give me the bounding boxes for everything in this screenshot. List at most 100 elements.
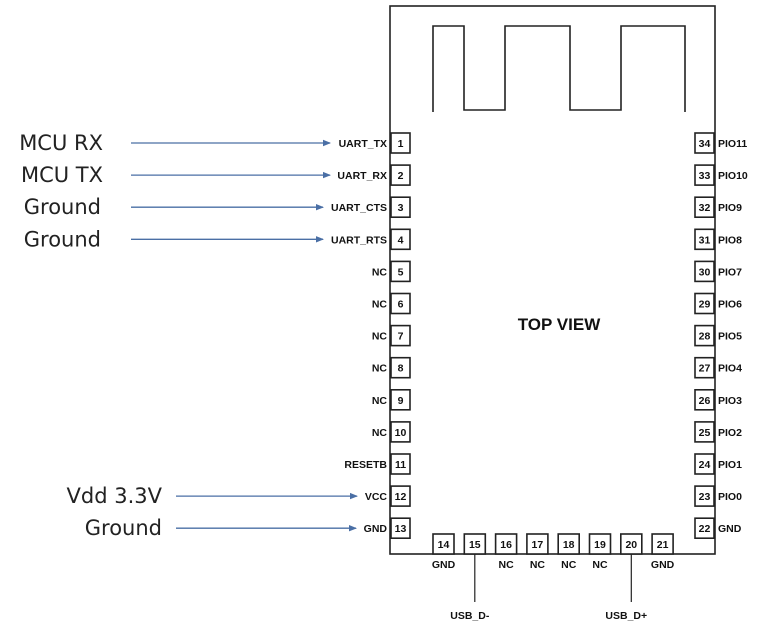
pin-box-5: [390, 260, 411, 283]
pin-number-12: 12: [395, 491, 407, 503]
pin-number-3: 3: [398, 202, 404, 214]
pin-label-8: NC: [372, 363, 388, 375]
pin-number-18: 18: [563, 539, 575, 551]
connection-label-pin-4: Ground: [24, 227, 101, 251]
pin-number-23: 23: [699, 491, 711, 503]
connection-label-pin-13: Ground: [85, 516, 162, 540]
pin-number-34: 34: [699, 138, 711, 150]
pin-number-28: 28: [699, 331, 711, 343]
pin-number-22: 22: [699, 523, 711, 535]
bottom-pin-row: 14GND15USB_D-16NC17NC18NC19NC20USB_D+21G…: [432, 533, 675, 622]
pin-number-30: 30: [699, 266, 711, 278]
pin-label-5: NC: [372, 266, 388, 278]
pin-label-30: PIO7: [718, 266, 742, 278]
pin-box-16: [494, 533, 518, 555]
pin-label-22: GND: [718, 523, 742, 535]
pin-box-28: [694, 324, 715, 347]
pin-box-12: [390, 485, 411, 507]
pin-number-10: 10: [395, 427, 407, 439]
pin-number-33: 33: [699, 170, 711, 182]
pin-label-29: PIO6: [718, 299, 742, 311]
top-view-title: TOP VIEW: [518, 315, 601, 334]
connection-label-pin-3: Ground: [24, 195, 101, 219]
pin-box-27: [694, 356, 715, 379]
pin-label-6: NC: [372, 299, 388, 311]
pin-box-3: [390, 196, 411, 218]
pin-label-25: PIO2: [718, 427, 742, 439]
pin-label-16: NC: [499, 559, 515, 571]
pin-box-33: [694, 164, 715, 186]
pin-number-6: 6: [398, 299, 404, 311]
pin-number-29: 29: [699, 299, 711, 311]
pin-number-31: 31: [699, 234, 711, 246]
pin-box-21: [651, 533, 674, 555]
pin-label-15: USB_D-: [450, 610, 490, 622]
connection-label-pin-2: MCU TX: [21, 163, 103, 187]
pin-box-9: [390, 388, 411, 411]
antenna-trace: [432, 25, 686, 112]
pin-box-32: [694, 196, 715, 218]
pin-label-2: UART_RX: [337, 170, 387, 182]
pin-number-9: 9: [398, 395, 404, 407]
pin-label-1: UART_TX: [339, 138, 387, 150]
connection-label-pin-12: Vdd 3.3V: [67, 484, 163, 508]
pin-label-11: RESETB: [344, 459, 387, 471]
pin-number-8: 8: [398, 363, 404, 375]
pin-label-24: PIO1: [718, 459, 742, 471]
pin-label-33: PIO10: [718, 170, 748, 182]
pin-label-10: NC: [372, 427, 388, 439]
pin-number-4: 4: [398, 234, 404, 246]
right-pin-column: 34 PIO11 33 PIO10 32 PIO9 31 PIO8 30 PIO7 29 PIO6 28…: [694, 132, 748, 540]
pin-label-17: NC: [530, 559, 546, 571]
pin-number-1: 1: [398, 138, 404, 150]
pin-label-34: PIO11: [718, 138, 747, 150]
pin-number-15: 15: [469, 539, 481, 551]
pin-box-4: [390, 228, 411, 251]
pin-label-12: VCC: [365, 491, 388, 503]
pin-box-17: [526, 533, 549, 555]
pin-box-30: [694, 260, 715, 283]
pin-box-24: [694, 453, 715, 475]
pin-box-7: [390, 324, 411, 347]
connection-label-pin-1: MCU RX: [19, 131, 103, 155]
pin-label-9: NC: [372, 395, 388, 407]
pin-number-32: 32: [699, 202, 711, 214]
pin-number-25: 25: [699, 427, 711, 439]
pin-number-5: 5: [398, 266, 404, 278]
pin-box-11: [390, 453, 411, 475]
pin-box-8: [390, 356, 411, 379]
pin-label-18: NC: [561, 559, 577, 571]
pin-box-14: [432, 533, 455, 555]
pin-box-18: [557, 533, 581, 555]
pin-label-23: PIO0: [718, 491, 742, 503]
pin-box-22: [694, 517, 715, 540]
pin-number-24: 24: [699, 459, 711, 471]
pin-box-6: [390, 292, 411, 315]
pin-label-13: GND: [364, 523, 388, 535]
pin-label-19: NC: [592, 559, 608, 571]
pin-label-27: PIO4: [718, 363, 742, 375]
pin-box-19: [588, 533, 612, 555]
pin-number-17: 17: [532, 539, 544, 551]
pin-label-14: GND: [432, 559, 456, 571]
pin-number-19: 19: [594, 539, 606, 551]
pin-box-23: [694, 485, 715, 507]
pin-number-7: 7: [398, 331, 404, 343]
left-pin-column: 1UART_TX2UART_RX3UART_CTS4UART_RTS5NC6NC…: [331, 132, 411, 540]
pin-label-3: UART_CTS: [331, 202, 387, 214]
pin-number-13: 13: [395, 523, 407, 535]
pin-number-26: 26: [699, 395, 711, 407]
pin-box-26: [694, 388, 715, 411]
pin-label-32: PIO9: [718, 202, 742, 214]
pin-label-31: PIO8: [718, 234, 742, 246]
pin-box-1: [390, 132, 411, 154]
pin-box-2: [390, 164, 411, 186]
module-outline: [389, 5, 716, 555]
pin-box-29: [694, 292, 715, 315]
pin-label-20: USB_D+: [605, 610, 647, 622]
pin-number-14: 14: [438, 539, 450, 551]
pin-number-21: 21: [657, 539, 669, 551]
pin-box-31: [694, 228, 715, 251]
